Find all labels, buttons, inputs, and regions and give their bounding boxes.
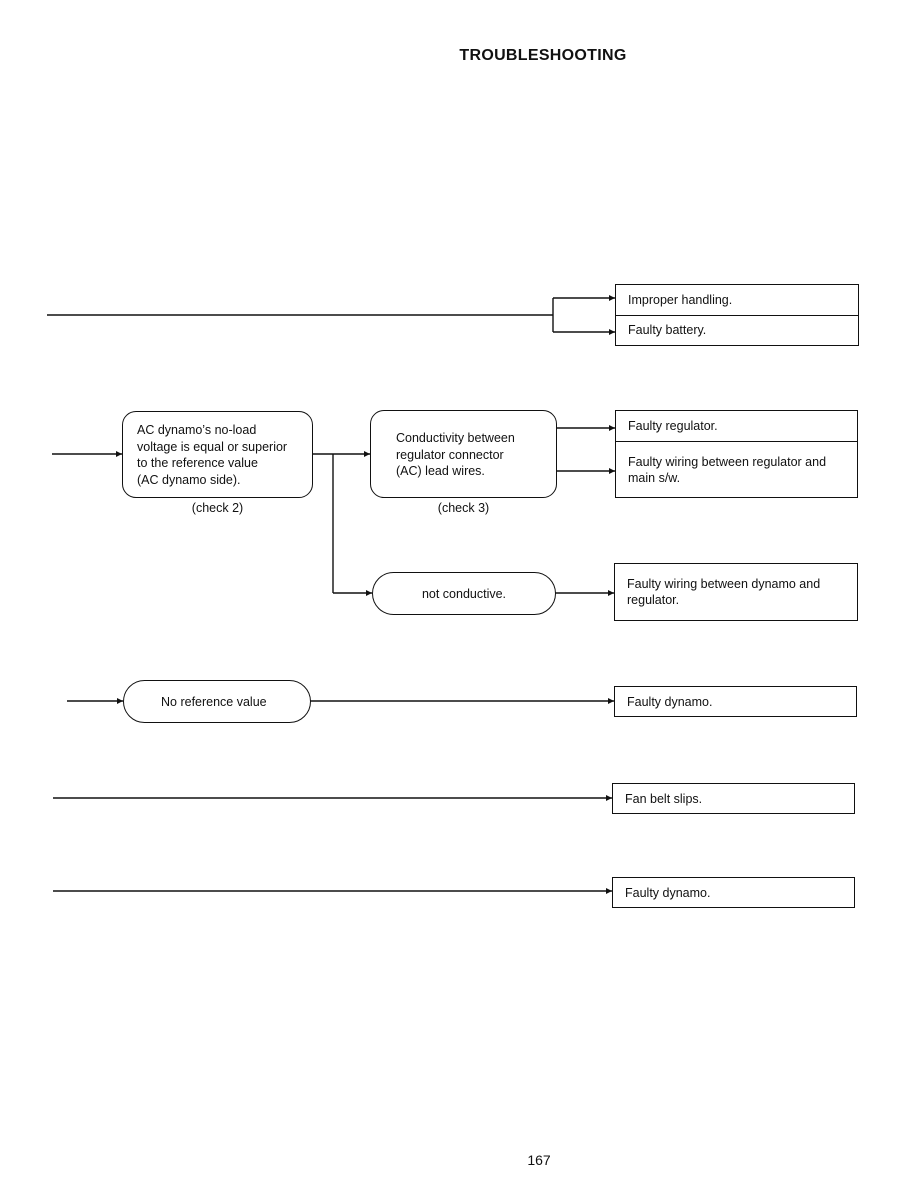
result-divider: [616, 315, 858, 316]
node-check3: Conductivity between regulator connector…: [370, 410, 557, 498]
node-check2-line: AC dynamo’s no-load: [137, 423, 257, 437]
result-fan-belt: Fan belt slips.: [612, 783, 855, 814]
result-faulty-wiring-dynamo-text: Faulty wiring between dynamo and regulat…: [627, 577, 821, 607]
result-faulty-regulator: Faulty regulator.: [628, 419, 718, 433]
node-check3-line: (AC) lead wires.: [396, 464, 485, 478]
result-improper-handling: Improper handling.: [628, 293, 733, 307]
node-not-conductive: not conductive.: [372, 572, 556, 615]
result-group-regulator: Faulty regulator. Faulty wiring between …: [615, 410, 858, 498]
result-faulty-wiring-dynamo: Faulty wiring between dynamo and regulat…: [614, 563, 858, 621]
caption-check2: (check 2): [191, 501, 244, 515]
caption-check3: (check 3): [437, 501, 490, 515]
result-divider: [616, 441, 857, 442]
node-check3-line: regulator connector: [396, 447, 504, 462]
result-faulty-dynamo-2: Faulty dynamo.: [612, 877, 855, 908]
result-faulty-wiring-main: Faulty wiring between regulator and main…: [628, 454, 827, 485]
result-faulty-dynamo-1-text: Faulty dynamo.: [627, 694, 713, 709]
result-faulty-dynamo-1: Faulty dynamo.: [614, 686, 857, 717]
page-title: TROUBLESHOOTING: [459, 47, 627, 64]
node-check2-line: voltage is equal or superior: [137, 439, 288, 454]
result-faulty-dynamo-2-text: Faulty dynamo.: [625, 885, 711, 900]
node-check3-line: Conductivity between: [396, 431, 515, 445]
node-check2: AC dynamo’s no-load voltage is equal or …: [122, 411, 313, 498]
node-check2-line: (AC dynamo side).: [137, 472, 241, 487]
result-group-battery: Improper handling. Faulty battery.: [615, 284, 859, 346]
page-number: 167: [527, 1152, 551, 1168]
result-faulty-battery: Faulty battery.: [628, 323, 707, 337]
result-fan-belt-text: Fan belt slips.: [625, 791, 703, 806]
node-no-reference: No reference value: [123, 680, 311, 723]
node-check2-line: to the reference value: [137, 456, 258, 470]
